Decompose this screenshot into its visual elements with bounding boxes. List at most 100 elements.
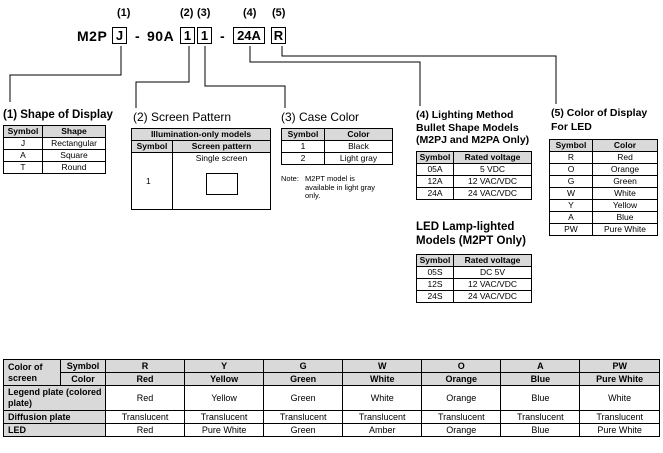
- led-header-voltage: Rated voltage: [453, 254, 532, 267]
- table-cell: Amber: [342, 423, 423, 437]
- table-row: J Rectangular: [3, 137, 106, 150]
- table-cell: Pure White: [592, 223, 658, 236]
- table-row: LED Red Pure White Green Amber Orange Bl…: [3, 423, 660, 437]
- lighting-bullet-table: Symbol Rated voltage 05A 5 VDC 12A 12 VA…: [416, 151, 532, 200]
- case-header-symbol: Symbol: [281, 128, 325, 141]
- table-cell: 12 VAC/VDC: [453, 175, 532, 188]
- shape-title: (1) Shape of Display: [3, 109, 113, 121]
- table-row: 05S DC 5V: [416, 266, 532, 279]
- table-row: 24A 24 VAC/VDC: [416, 187, 532, 200]
- table-cell: 24 VAC/VDC: [453, 187, 532, 200]
- table-cell: Translucent: [342, 410, 423, 424]
- color-cell: Yellow: [184, 372, 265, 386]
- table-cell: 2: [281, 152, 325, 165]
- pattern-symbol: 1: [131, 152, 173, 210]
- table-cell: 05A: [416, 163, 454, 176]
- color-cell: Blue: [500, 372, 581, 386]
- lighting-header-symbol: Symbol: [416, 151, 454, 164]
- pattern-group-header: Illumination-only models: [131, 128, 271, 141]
- symbol-cell: R: [104, 359, 186, 373]
- table-cell: Translucent: [579, 410, 660, 424]
- table-cell: 12 VAC/VDC: [453, 278, 532, 291]
- symbol-cell: O: [421, 359, 502, 373]
- table-cell: Translucent: [500, 410, 581, 424]
- symbol-cell: Y: [184, 359, 265, 373]
- table-row: 12S 12 VAC/VDC: [416, 278, 532, 291]
- table-cell: Red: [592, 151, 658, 164]
- shape-header-symbol: Symbol: [3, 125, 43, 138]
- model-box-pattern: 1: [180, 27, 195, 44]
- table-cell: Blue: [500, 385, 581, 411]
- screen-pattern-image: [205, 173, 238, 195]
- table-row: 1 Black: [281, 140, 393, 153]
- color-cell: Pure White: [579, 372, 660, 386]
- table-row: A Square: [3, 149, 106, 162]
- table-cell: 12A: [416, 175, 454, 188]
- shape-header-shape: Shape: [42, 125, 106, 138]
- case-title: (3) Case Color: [281, 110, 360, 124]
- table-cell: Translucent: [263, 410, 344, 424]
- table-cell: Blue: [500, 423, 581, 437]
- table-cell: 5 VDC: [453, 163, 532, 176]
- model-box-case: 1: [197, 27, 212, 44]
- symbol-cell: PW: [579, 359, 660, 373]
- table-cell: Orange: [421, 385, 502, 411]
- color-cell: Green: [263, 372, 344, 386]
- table-row: 24S 24 VAC/VDC: [416, 290, 532, 303]
- pattern-header-pattern: Screen pattern: [172, 140, 271, 153]
- table-cell: White: [579, 385, 660, 411]
- symbol-cell: A: [500, 359, 581, 373]
- led-lamp-title-1: LED Lamp-lighted: [416, 221, 515, 233]
- color-cell: Orange: [421, 372, 502, 386]
- table-cell: Light gray: [324, 152, 393, 165]
- index-1: (1): [117, 7, 131, 19]
- table-cell: Orange: [592, 163, 658, 176]
- table-cell: Pure White: [579, 423, 660, 437]
- table-row: T Round: [3, 161, 106, 174]
- table-cell: Green: [263, 385, 344, 411]
- lighting-led-table: Symbol Rated voltage 05S DC 5V 12S 12 VA…: [416, 254, 532, 303]
- table-cell: Rectangular: [42, 137, 106, 150]
- screen-color-table: Color of screen Symbol R Y G W O A PW Co…: [3, 359, 660, 437]
- table-cell: Pure White: [184, 423, 265, 437]
- row-label: Legend plate (colored plate): [3, 385, 106, 411]
- symbol-cell: W: [342, 359, 423, 373]
- index-4: (4): [243, 7, 257, 19]
- table-cell: 24 VAC/VDC: [453, 290, 532, 303]
- index-3: (3): [197, 7, 211, 19]
- pattern-table: Illumination-only models Symbol Screen p…: [131, 128, 271, 210]
- lighting-title: (4) Lighting Method: [416, 109, 514, 121]
- table-cell: W: [549, 187, 593, 200]
- table-row: Legend plate (colored plate) Red Yellow …: [3, 385, 660, 411]
- lighting-sub2: (M2PJ and M2PA Only): [416, 134, 530, 146]
- table-row: Diffusion plate Translucent Translucent …: [3, 410, 660, 424]
- table-cell: Green: [263, 423, 344, 437]
- pattern-header-symbol: Symbol: [131, 140, 173, 153]
- table-cell: R: [549, 151, 593, 164]
- table-cell: G: [549, 175, 593, 188]
- table-cell: 05S: [416, 266, 454, 279]
- lighting-header-voltage: Rated voltage: [453, 151, 532, 164]
- row-label: LED: [3, 423, 106, 437]
- table-cell: Y: [549, 199, 593, 212]
- symbol-cell: G: [263, 359, 344, 373]
- led-color-title-1: (5) Color of Display: [551, 107, 648, 119]
- table-cell: Yellow: [592, 199, 658, 212]
- table-cell: Blue: [592, 211, 658, 224]
- row-label: Diffusion plate: [3, 410, 106, 424]
- table-cell: Translucent: [104, 410, 186, 424]
- model-mid: 90A: [147, 28, 175, 44]
- color-label: Color: [60, 372, 106, 386]
- table-cell: Translucent: [184, 410, 265, 424]
- table-cell: Round: [42, 161, 106, 174]
- shape-table: Symbol Shape J Rectangular A Square T Ro…: [3, 125, 106, 174]
- model-dash-2: -: [220, 28, 226, 44]
- table-cell: Red: [104, 385, 186, 411]
- table-cell: A: [3, 149, 43, 162]
- table-row: 1 Single screen: [131, 152, 271, 210]
